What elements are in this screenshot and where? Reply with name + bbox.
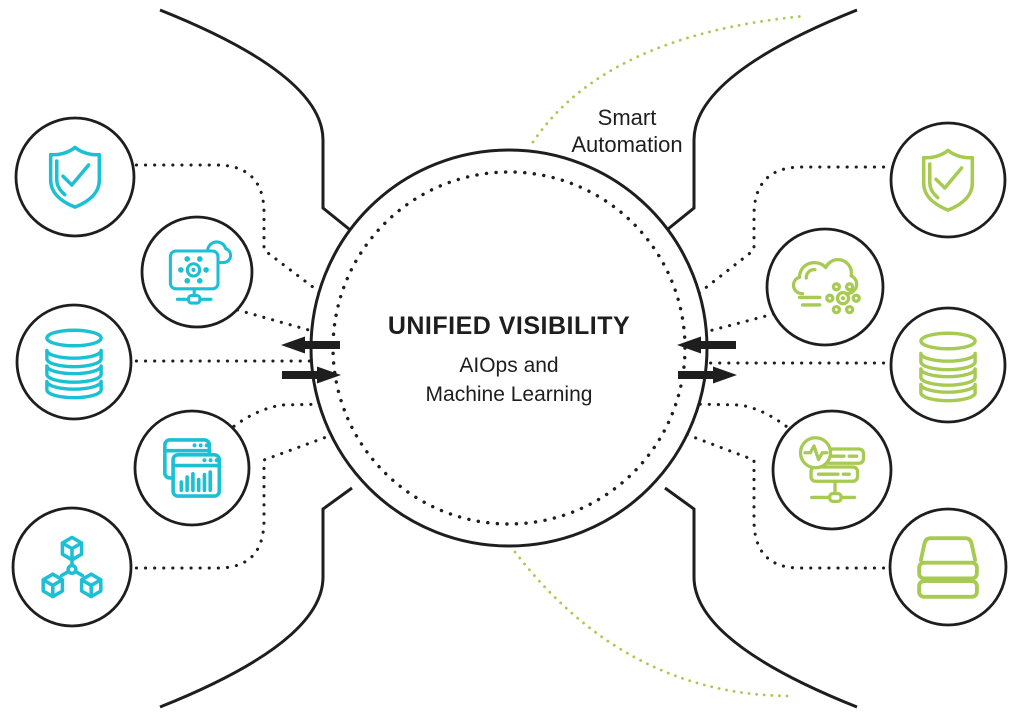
arrow-right-out bbox=[678, 366, 737, 384]
node-right-database bbox=[889, 306, 1007, 424]
center-label: UNIFIED VISIBILITY AIOps and Machine Lea… bbox=[309, 312, 709, 409]
corner-arcs bbox=[159, 8, 858, 709]
connector-right-server bbox=[688, 402, 802, 440]
arc-top-right bbox=[667, 8, 858, 231]
arc-bottom-right bbox=[664, 486, 858, 709]
central-inner-dotted-circle bbox=[331, 170, 687, 526]
node-right-cloud bbox=[765, 227, 885, 347]
storage-stack-icon bbox=[917, 536, 979, 599]
icons bbox=[41, 145, 979, 599]
smart-automation-arc-bottom bbox=[513, 550, 794, 698]
arc-bottom-left bbox=[159, 486, 353, 709]
page-title: UNIFIED VISIBILITY bbox=[387, 312, 631, 340]
shield-check-icon bbox=[921, 148, 975, 212]
cloud-automation-icon bbox=[791, 257, 861, 315]
server-monitoring-icon bbox=[798, 436, 866, 504]
arrow-right-in bbox=[677, 336, 736, 354]
smart-automation-label: Smart Automation bbox=[571, 105, 683, 157]
arc-top-left bbox=[159, 8, 350, 231]
node-right-shield bbox=[889, 121, 1007, 239]
node-left-shield bbox=[14, 116, 136, 238]
browser-windows-chart-icon bbox=[163, 438, 222, 498]
database-icon bbox=[919, 331, 977, 403]
center-subtitle: AIOps and Machine Learning bbox=[425, 354, 593, 406]
shield-check-icon bbox=[48, 145, 102, 209]
arrow-left-out bbox=[282, 366, 341, 384]
smart-automation-arc-top bbox=[531, 14, 807, 144]
ai-network-monitor-icon bbox=[168, 240, 233, 305]
database-icon bbox=[45, 328, 103, 400]
node-left-database bbox=[15, 303, 133, 421]
node-right-stack bbox=[888, 507, 1008, 627]
arrow-left-in bbox=[281, 336, 340, 354]
linked-cubes-icon bbox=[41, 535, 103, 599]
flow-arrows bbox=[281, 336, 737, 384]
